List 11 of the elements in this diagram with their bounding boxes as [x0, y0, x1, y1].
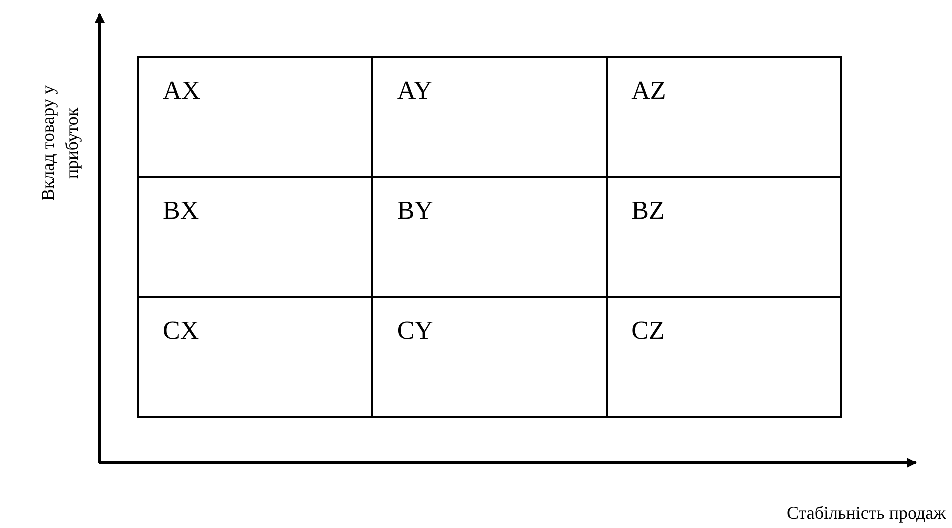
- axis-label: Вклад товару у прибуток: [37, 84, 83, 203]
- matrix-cell: BZ: [606, 177, 841, 297]
- matrix-cell: CX: [138, 297, 372, 417]
- matrix-cell: AX: [138, 57, 372, 177]
- matrix-cell: BY: [372, 177, 607, 297]
- matrix-cell: CY: [372, 297, 607, 417]
- matrix-cell: AY: [372, 57, 607, 177]
- matrix-cell: BX: [138, 177, 372, 297]
- matrix-cell: AZ: [606, 57, 841, 177]
- axis-label: Стабільність продаж: [787, 503, 946, 524]
- matrix-cell: CZ: [606, 297, 841, 417]
